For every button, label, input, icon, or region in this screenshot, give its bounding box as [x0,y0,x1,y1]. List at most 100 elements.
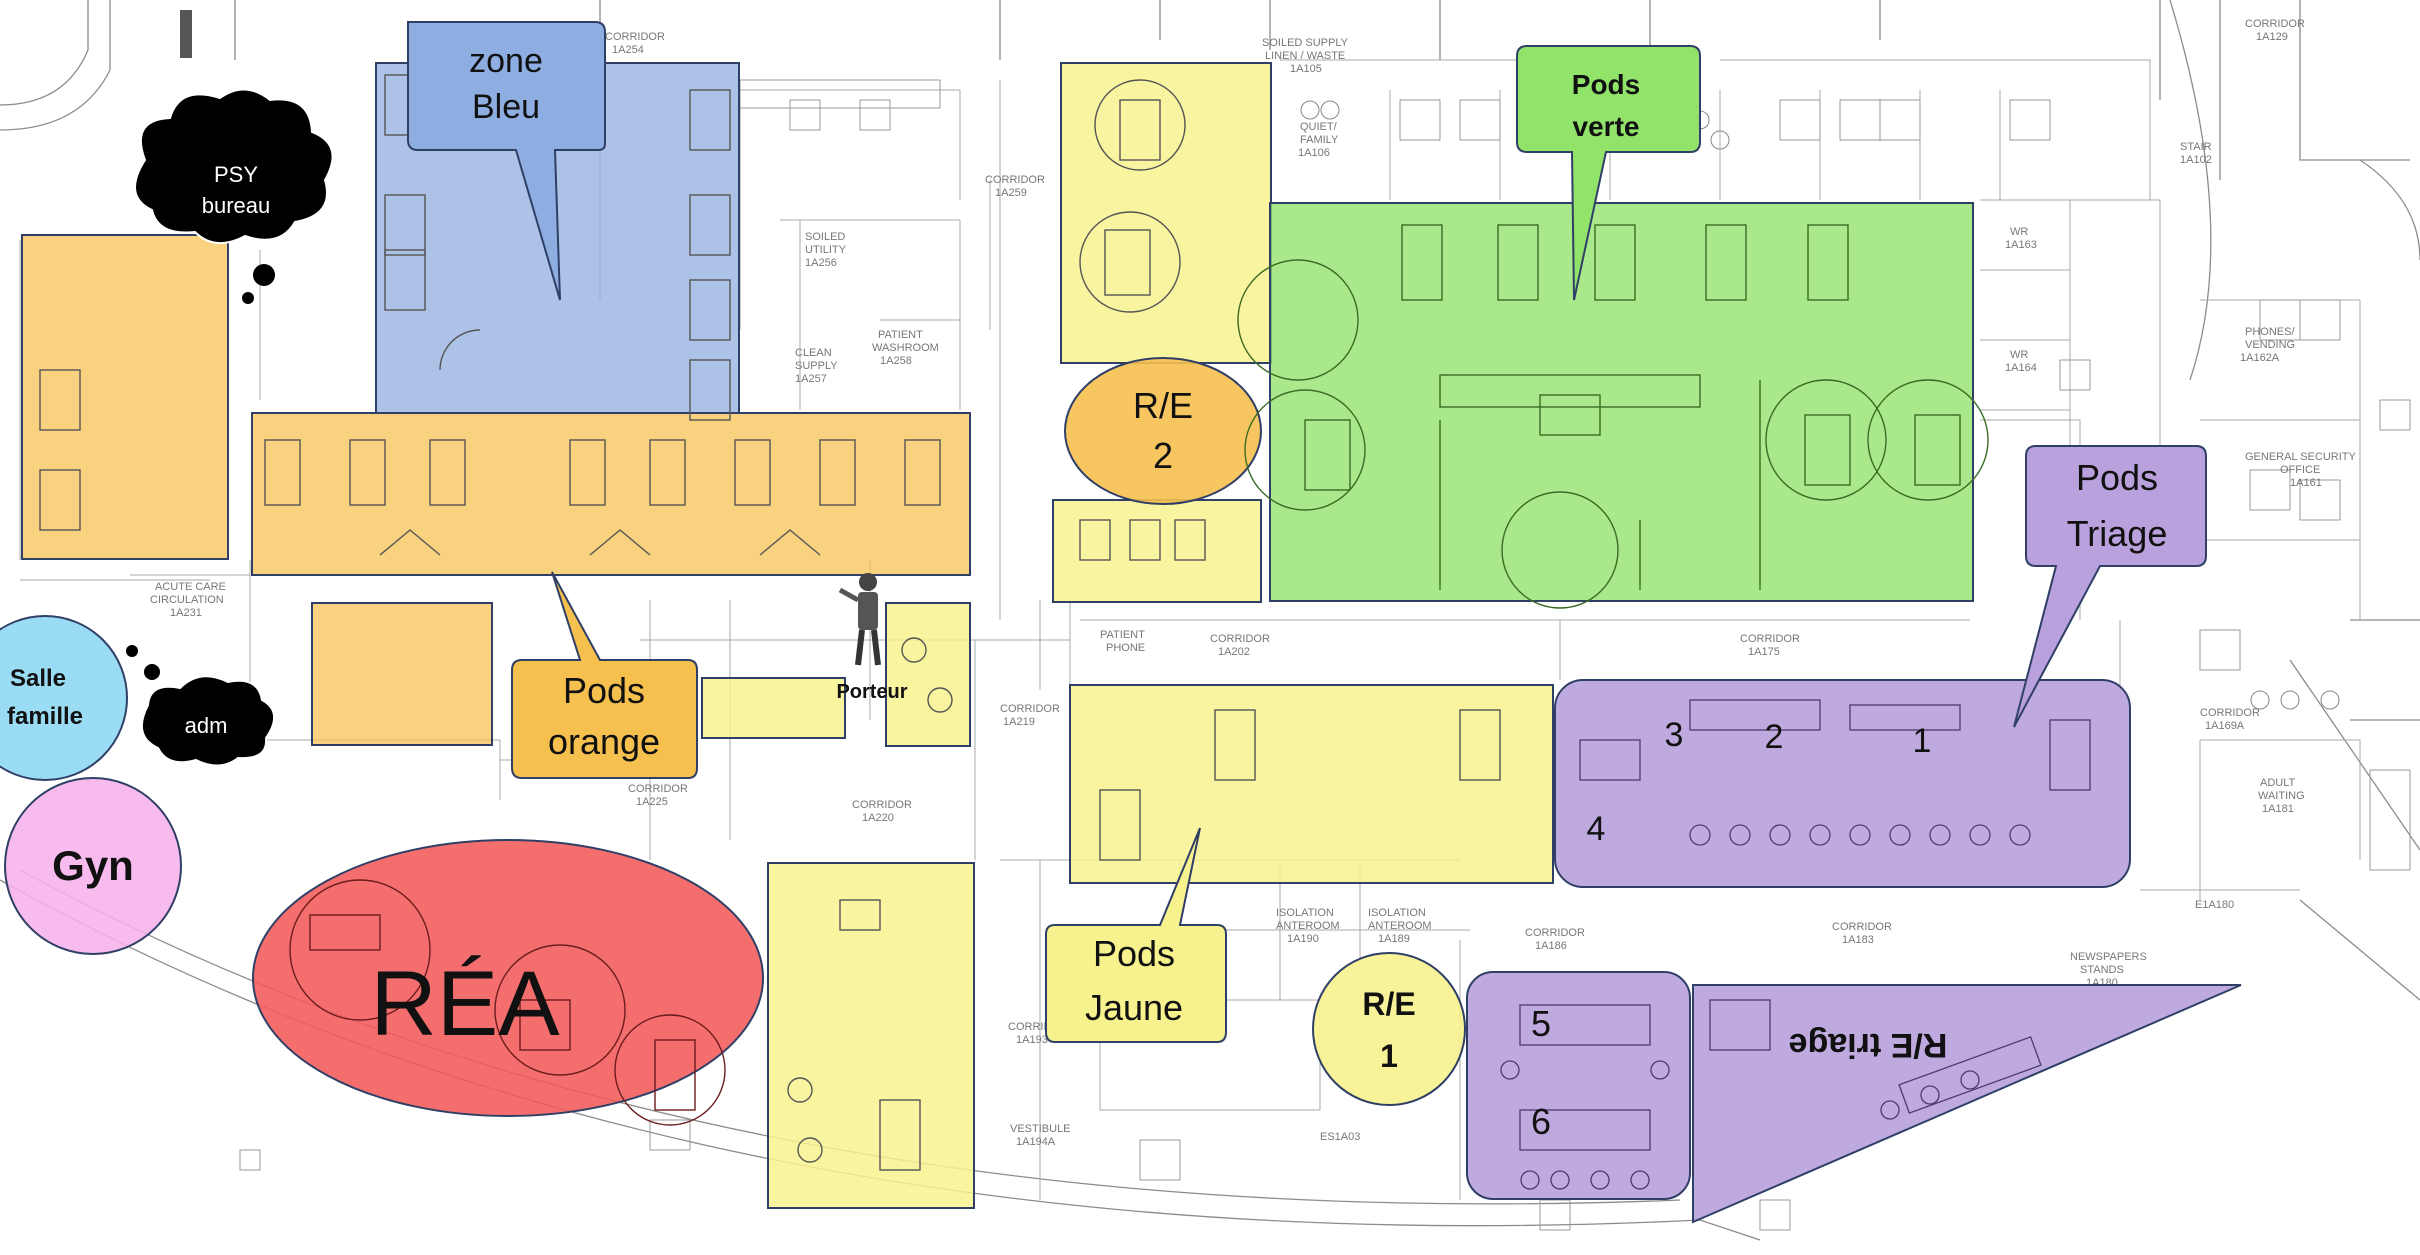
orange-communication-station [311,602,493,746]
triage-number-1: 1 [1913,722,1932,760]
svg-text:PATIENT: PATIENT [1100,629,1145,641]
pods-verte-line2: verte [1573,111,1640,142]
re2-zone: R/E 2 [1064,357,1262,505]
classroom-area [1466,971,1691,1200]
rea-label: RÉA [370,953,560,1055]
re2-line1: R/E [1133,385,1193,426]
svg-text:1A105: 1A105 [1290,63,1322,75]
porteur-figure: Porteur [836,573,908,703]
psy-bureau-cloud: PSY bureau [134,88,334,304]
svg-text:ANTEROOM: ANTEROOM [1368,920,1432,932]
svg-text:WASHROOM: WASHROOM [872,342,939,354]
re1-circle [1312,952,1466,1106]
triage-number-2: 2 [1765,718,1784,756]
svg-text:1A190: 1A190 [1287,933,1319,945]
svg-text:CORRIDOR: CORRIDOR [1525,927,1585,939]
svg-text:1A189: 1A189 [1378,933,1410,945]
triage-number-3: 3 [1665,716,1684,754]
svg-text:1A258: 1A258 [880,355,912,367]
pods-triage-line1: Pods [2076,457,2158,498]
gyn-zone: Gyn [4,777,182,955]
svg-text:1A225: 1A225 [636,796,668,808]
yellow-small-desk [701,677,846,739]
pods-jaune-line2: Jaune [1085,987,1183,1028]
svg-text:ISOLATION: ISOLATION [1368,907,1426,919]
svg-text:ACUTE CARE: ACUTE CARE [155,581,226,593]
pods-orange-line1: Pods [563,670,645,711]
zone-bleu-label-line1: zone [469,42,543,80]
re1-line2: 1 [1380,1038,1398,1074]
pods-orange-line2: orange [548,721,660,762]
svg-text:1A186: 1A186 [1535,940,1567,952]
svg-text:1A257: 1A257 [795,373,827,385]
svg-text:1A164: 1A164 [2005,362,2037,374]
svg-text:1A169A: 1A169A [2205,720,2245,732]
svg-text:1A202: 1A202 [1218,646,1250,658]
classroom-number-5: 5 [1531,1003,1551,1044]
gyn-circle [4,777,182,955]
svg-text:QUIET/: QUIET/ [1300,121,1338,133]
adm-label: adm [185,713,228,738]
yellow-porteur-room [885,602,971,747]
yellow-acute-stretcher [1069,684,1554,884]
svg-text:GENERAL SECURITY: GENERAL SECURITY [2245,451,2357,463]
pods-triage-line2: Triage [2067,513,2168,554]
svg-text:LINEN / WASTE: LINEN / WASTE [1265,50,1345,62]
yellow-small-bays [1052,499,1262,603]
pods-jaune-callout: Pods Jaune [1045,827,1227,1043]
svg-text:SUPPLY: SUPPLY [795,360,838,372]
svg-text:STAIR: STAIR [2180,141,2212,153]
svg-text:1A254: 1A254 [612,44,644,56]
triage-number-4: 4 [1587,810,1606,848]
svg-text:1A219: 1A219 [1003,716,1035,728]
svg-text:1A161: 1A161 [2290,477,2322,489]
svg-text:1A129: 1A129 [2256,31,2288,43]
zone-triage: 1 2 3 4 Pods Triage [1554,445,2207,888]
classroom-number-6: 6 [1531,1101,1551,1142]
zone-verte-callout [1516,45,1701,301]
svg-text:STANDS: STANDS [2080,964,2124,976]
svg-text:WAITING: WAITING [2258,790,2305,802]
salle-famille-line1: Salle [10,665,66,692]
svg-text:CORRIDOR: CORRIDOR [985,174,1045,186]
re1-line1: R/E [1362,986,1415,1022]
re2-ellipse [1064,357,1262,505]
svg-text:E1A180: E1A180 [2195,899,2234,911]
svg-text:1A220: 1A220 [862,812,894,824]
re1-zone: R/E 1 [1312,952,1466,1106]
zone-bleu: zone Bleu [375,21,740,421]
pods-orange-callout: Pods orange [511,571,698,779]
re-triage-label: R/E triage [1789,1026,1948,1064]
svg-text:OFFICE: OFFICE [2280,464,2320,476]
svg-text:1A106: 1A106 [1298,147,1330,159]
zone-bleu-label-line2: Bleu [472,88,540,126]
svg-text:ES1A03: ES1A03 [1320,1131,1360,1143]
svg-text:1A181: 1A181 [2262,803,2294,815]
zone-orange-pods [21,234,971,746]
svg-text:1A183: 1A183 [1842,934,1874,946]
svg-text:1A231: 1A231 [170,607,202,619]
svg-text:1A175: 1A175 [1748,646,1780,658]
re-triage-triangle [1692,984,2242,1224]
svg-text:WR: WR [2010,349,2028,361]
svg-text:CORRIDOR: CORRIDOR [2200,707,2260,719]
svg-text:CLEAN: CLEAN [795,347,832,359]
svg-text:1A163: 1A163 [2005,239,2037,251]
re-triage-zone: R/E triage [1692,984,2242,1224]
svg-text:VENDING: VENDING [2245,339,2295,351]
adm-cloud-shape [140,675,275,767]
svg-text:CORRIDOR: CORRIDOR [852,799,912,811]
pods-verte-line1: Pods [1572,69,1640,100]
yellow-supply-alcove [767,862,975,1209]
svg-text:1A162A: 1A162A [2240,352,2280,364]
svg-text:NEWSPAPERS: NEWSPAPERS [2070,951,2147,963]
yellow-gyn-rooms [1060,62,1272,364]
svg-text:UTILITY: UTILITY [805,244,847,256]
svg-text:1A194A: 1A194A [1016,1136,1056,1148]
triage-callout [2013,445,2207,728]
svg-text:ANTEROOM: ANTEROOM [1276,920,1340,932]
svg-text:SOILED SUPPLY: SOILED SUPPLY [1262,37,1349,49]
svg-text:PATIENT: PATIENT [878,329,923,341]
svg-text:CORRIDOR: CORRIDOR [1000,703,1060,715]
